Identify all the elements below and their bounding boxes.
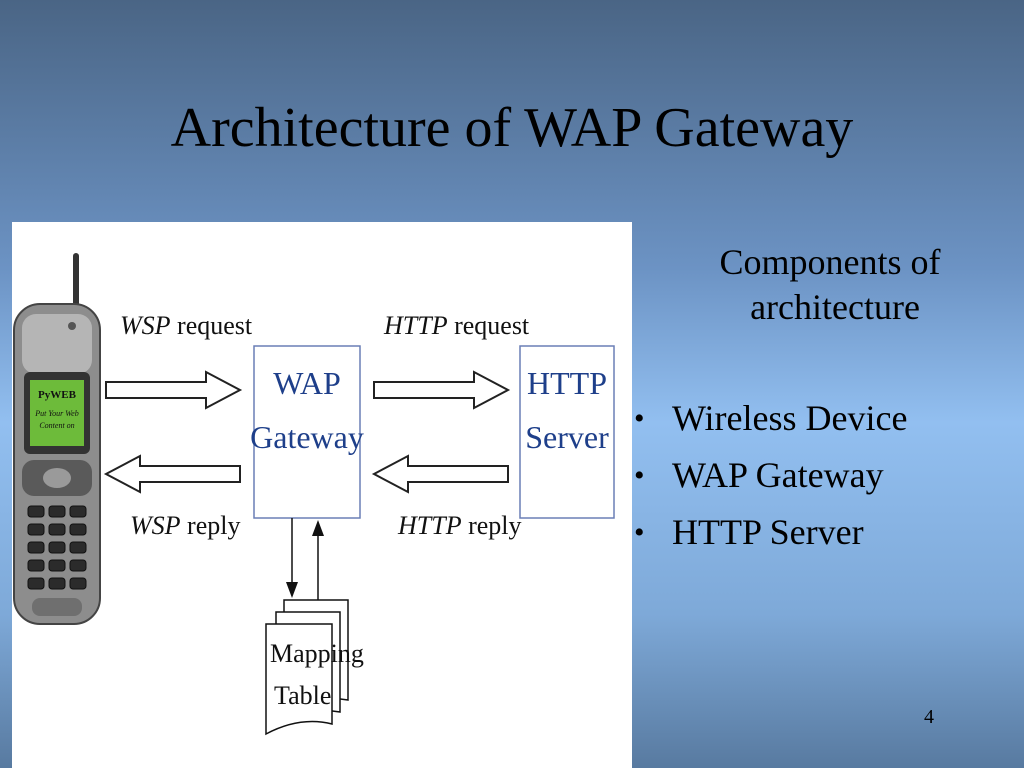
list-item-text: WAP Gateway	[672, 455, 884, 495]
wsp-reply-label: WSP reply	[130, 511, 240, 540]
bullet-icon: •	[634, 516, 645, 549]
mapping-table-icon	[265, 599, 349, 736]
list-item: • Wireless Device	[634, 390, 1000, 447]
mapping-table-arrows	[286, 518, 324, 612]
http-server-label: HTTP	[527, 365, 607, 401]
phone-screen-text: Put Your Web	[34, 409, 78, 418]
list-item-text: Wireless Device	[672, 398, 908, 438]
diagram-canvas: PyWEB Put Your Web Content on WSP reques…	[13, 253, 615, 736]
list-item: • HTTP Server	[634, 504, 1000, 561]
phone-screen-text: Content on	[39, 421, 74, 430]
http-request-arrow	[373, 370, 511, 410]
http-request-label: HTTP request	[383, 311, 530, 340]
list-item: • WAP Gateway	[634, 447, 1000, 504]
mobile-phone-icon: PyWEB Put Your Web Content on	[13, 253, 101, 625]
slide-title: Architecture of WAP Gateway	[170, 97, 854, 159]
http-reply-label: HTTP reply	[397, 511, 522, 540]
mapping-table-label: Mapping	[270, 639, 364, 668]
wap-gateway-label: WAP	[273, 365, 341, 401]
components-panel: Components of architecture • Wireless Dev…	[634, 240, 1000, 561]
mapping-table-label: Table	[274, 681, 331, 710]
wsp-request-label: WSP request	[120, 311, 253, 340]
wap-gateway-box	[253, 345, 361, 519]
components-heading-line: Components of	[719, 242, 941, 282]
bullet-icon: •	[634, 459, 645, 492]
http-server-label: Server	[525, 419, 609, 455]
components-list: • Wireless Device • WAP Gateway • HTTP Serv…	[634, 390, 1000, 561]
components-heading-line: architecture	[750, 287, 920, 327]
phone-screen-text: PyWEB	[38, 389, 77, 401]
wap-gateway-label: Gateway	[250, 419, 364, 455]
phone-screen	[30, 380, 84, 446]
slide-number: 4	[924, 706, 934, 728]
wsp-request-arrow	[105, 370, 243, 410]
components-heading: Components of architecture	[660, 240, 1000, 330]
bullet-icon: •	[634, 402, 645, 435]
list-item-text: HTTP Server	[672, 512, 864, 552]
architecture-diagram: PyWEB Put Your Web Content on WSP reques…	[12, 222, 632, 768]
wsp-reply-arrow	[103, 454, 241, 494]
http-reply-arrow	[371, 454, 509, 494]
http-server-box	[519, 345, 615, 519]
